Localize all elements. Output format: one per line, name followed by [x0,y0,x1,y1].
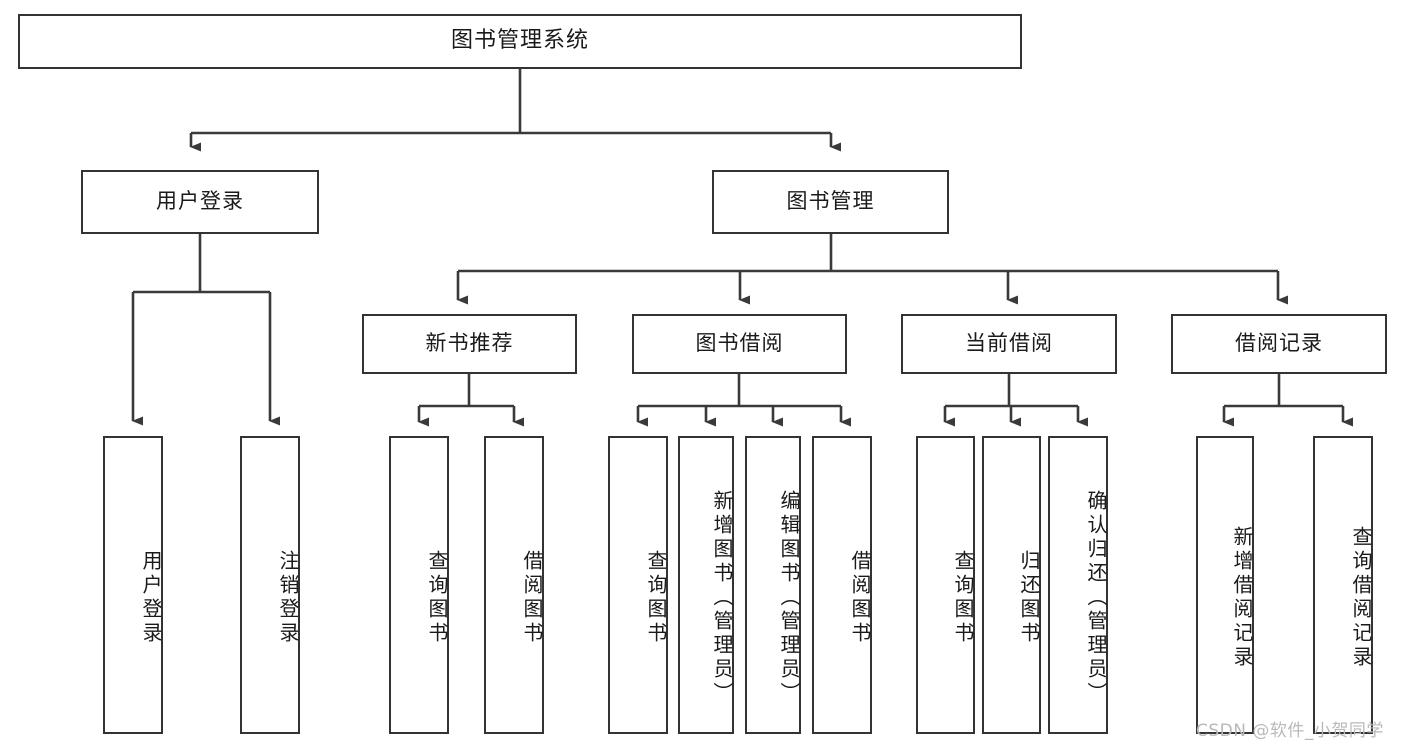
node-label: 图书管理系统 [450,28,589,54]
node-label: 借阅图书 [848,550,872,646]
node-label: 查询借阅记录 [1349,526,1373,670]
node-label: 归还图书 [1017,550,1041,646]
node-label: 新书推荐 [425,331,514,356]
node-label: 注销登录 [276,550,300,646]
node-label: 新增图书（管理员） [710,490,734,706]
node-label: 借阅记录 [1235,331,1323,356]
node-label: 新增借阅记录 [1230,526,1254,670]
csdn-watermark: CSDN @软件_小贺同学 [1196,721,1384,741]
node-label: 用户登录 [139,550,163,646]
leaf-user-login[interactable]: 用户登录 [103,436,163,734]
node-user-login[interactable]: 用户登录 [81,170,319,234]
leaf-query-borrow-record[interactable]: 查询借阅记录 [1313,436,1373,734]
leaf-edit-book-admin[interactable]: 编辑图书（管理员） [745,436,801,734]
node-book-management[interactable]: 图书管理 [712,170,949,234]
node-label: 确认归还（管理员） [1084,490,1108,706]
leaf-logout[interactable]: 注销登录 [240,436,300,734]
node-label: 当前借阅 [965,331,1053,356]
leaf-query-book-current[interactable]: 查询图书 [916,436,975,734]
leaf-add-borrow-record[interactable]: 新增借阅记录 [1196,436,1254,734]
node-current-borrow[interactable]: 当前借阅 [901,314,1117,374]
leaf-query-book-recommend[interactable]: 查询图书 [389,436,449,734]
node-root-book-management-system[interactable]: 图书管理系统 [18,14,1022,69]
node-label: 图书管理 [786,189,875,214]
node-label: 用户登录 [156,189,244,214]
leaf-borrow-book-recommend[interactable]: 借阅图书 [484,436,544,734]
node-label: 查询图书 [425,550,449,646]
leaf-return-book[interactable]: 归还图书 [982,436,1041,734]
leaf-add-book-admin[interactable]: 新增图书（管理员） [678,436,734,734]
node-book-borrow[interactable]: 图书借阅 [632,314,847,374]
node-borrow-record[interactable]: 借阅记录 [1171,314,1387,374]
node-label: 查询图书 [951,550,975,646]
node-label: 借阅图书 [520,550,544,646]
node-label: 图书借阅 [695,331,784,356]
node-label: 查询图书 [644,550,668,646]
leaf-borrow-book[interactable]: 借阅图书 [812,436,872,734]
leaf-confirm-return-admin[interactable]: 确认归还（管理员） [1048,436,1108,734]
node-new-book-recommend[interactable]: 新书推荐 [362,314,577,374]
leaf-query-book-borrow[interactable]: 查询图书 [608,436,668,734]
node-label: 编辑图书（管理员） [777,490,801,706]
